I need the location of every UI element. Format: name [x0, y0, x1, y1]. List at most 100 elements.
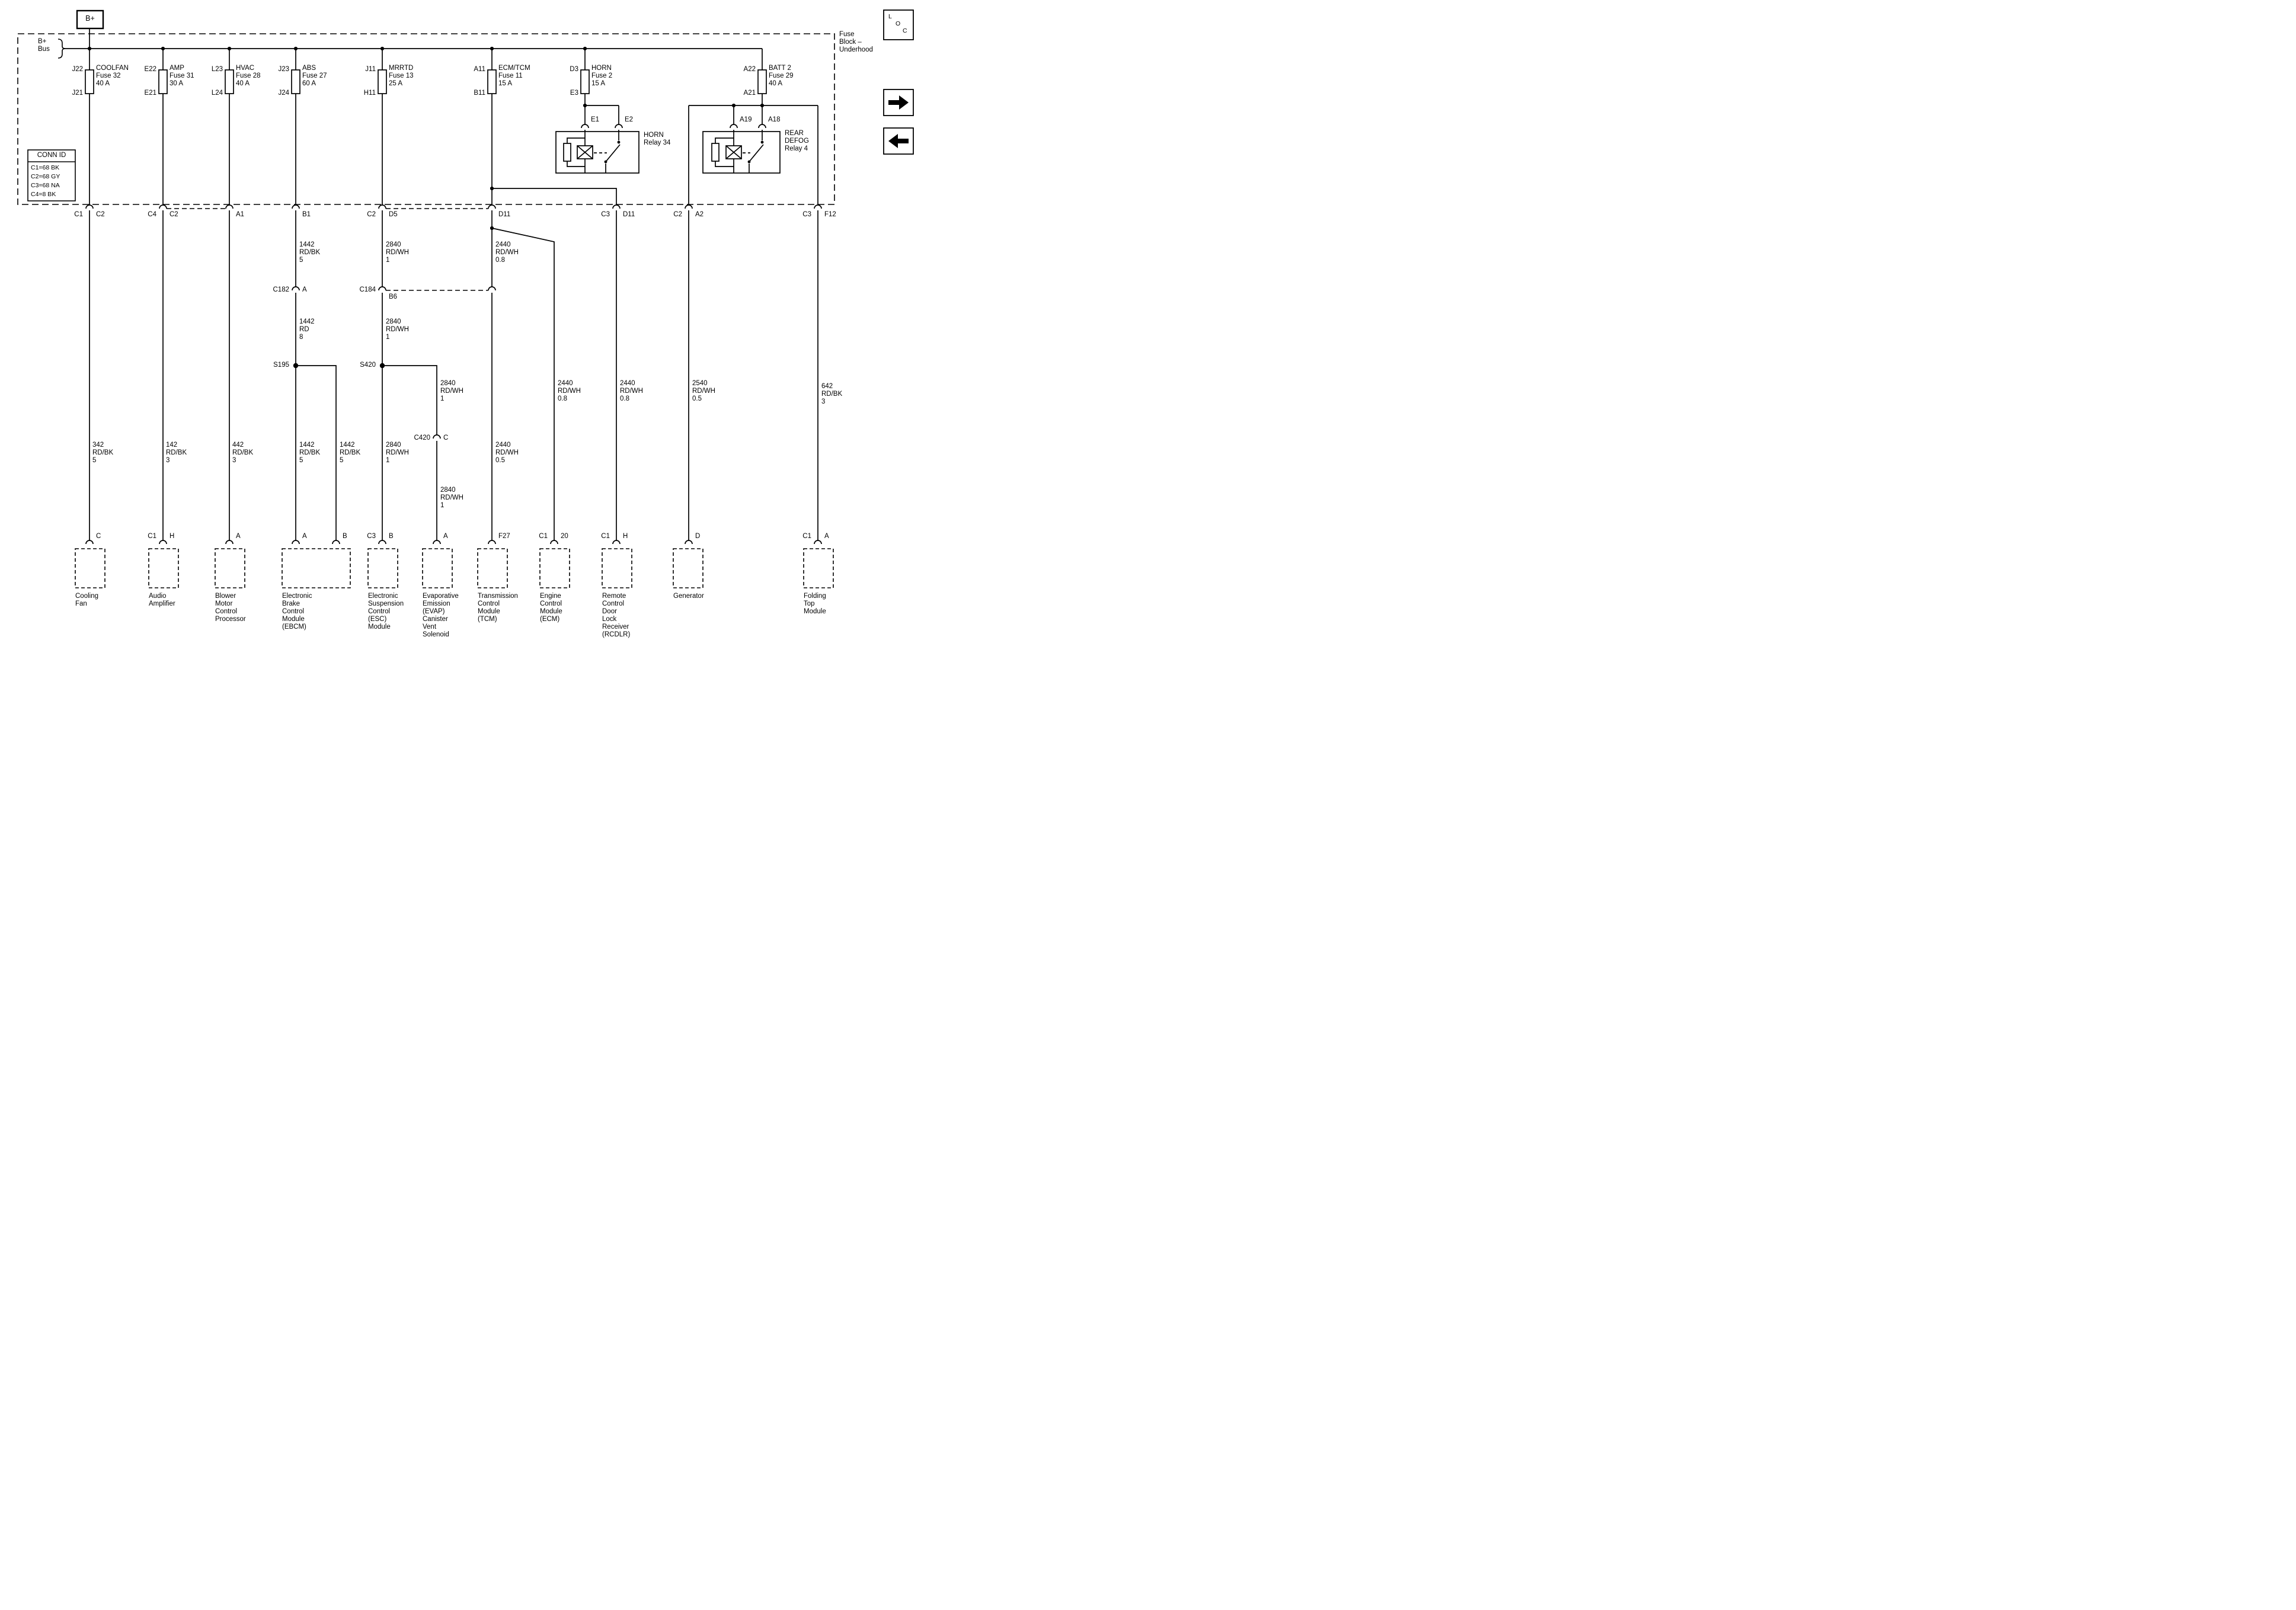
back-arrow-icon[interactable]	[883, 127, 914, 155]
fuses-7-rating: 40 A	[769, 80, 783, 87]
fuses-7-pin_bottom: A21	[743, 89, 756, 97]
modules-6-name-1: Control	[478, 600, 500, 607]
fuses-7-fuse_no: Fuse 29	[769, 72, 794, 79]
fuses-6-name: HORN	[591, 65, 612, 72]
b-plus-source-box	[76, 9, 104, 30]
fuse-drop-wires	[89, 49, 763, 70]
fuse-batt2	[757, 69, 767, 94]
fuses-5-name: ECM/TCM	[498, 65, 530, 72]
fuse-amp	[158, 69, 168, 94]
inline-connectors	[292, 286, 496, 439]
modules-10-name-2: Module	[804, 608, 826, 615]
fuses-5-rating: 15 A	[498, 80, 513, 87]
wire_labels-3-0: 1442	[299, 241, 315, 248]
modules-3-name-2: Control	[282, 608, 305, 615]
fuses-4-pin_top: J11	[365, 66, 376, 73]
module-box-evap	[422, 548, 453, 588]
wire_labels-2-0: 442	[232, 441, 244, 449]
fuses-1-name: AMP	[170, 65, 184, 72]
modules-10-name-1: Top	[804, 600, 815, 607]
wire_labels-9-2: 1	[386, 457, 390, 464]
module-boxes	[75, 548, 834, 588]
wire_labels-4-0: 1442	[299, 318, 315, 325]
modules-4-name-0: Electronic	[368, 593, 398, 600]
relay-pin-connectors	[581, 124, 766, 129]
fuses-2-pin_bottom: L24	[211, 89, 223, 97]
modules-5-name-3: Canister	[423, 616, 448, 623]
loc-icon[interactable]	[883, 9, 914, 40]
module-box-folding-top	[803, 548, 834, 588]
loc-letter-l: L	[888, 13, 892, 20]
modules-4-pins-0-right: B	[389, 533, 394, 540]
fuse-block-exit-connectors	[85, 204, 822, 209]
modules-1-name-1: Amplifier	[149, 600, 175, 607]
wire_labels-10-0: 2840	[440, 380, 456, 387]
fuses-6-pin_top: D3	[570, 66, 578, 73]
fuses-1-rating: 30 A	[170, 80, 184, 87]
wire_labels-6-0: 1442	[340, 441, 355, 449]
wire_labels-1-1: RD/BK	[166, 449, 187, 456]
relays-0-pin2: E2	[625, 116, 634, 123]
fuses-7-name: BATT 2	[769, 65, 791, 72]
exits-5-right: D11	[498, 211, 511, 218]
exits-2-right: A1	[236, 211, 245, 218]
conn-id-title: CONN ID	[37, 152, 66, 159]
wire_labels-14-2: 0.8	[558, 395, 567, 402]
wire_labels-1-0: 142	[166, 441, 178, 449]
modules-8-name-0: Remote	[602, 593, 626, 600]
fuses-0-fuse_no: Fuse 32	[96, 72, 121, 79]
bus-label-line2: Bus	[38, 46, 50, 53]
modules-7-pins-0-left: C1	[539, 533, 548, 540]
fuses-2-name: HVAC	[236, 65, 255, 72]
modules-5-name-0: Evaporative	[423, 593, 459, 600]
exits-6-left: C3	[601, 211, 610, 218]
wire_labels-5-2: 5	[299, 457, 303, 464]
module-box-blower-motor	[215, 548, 245, 588]
fuses-4-name: MRRTD	[389, 65, 414, 72]
fuses-0-pin_top: J22	[72, 66, 83, 73]
modules-1-pins-0-left: C1	[148, 533, 156, 540]
junction-dots	[87, 46, 765, 231]
fuse-output-wires	[89, 94, 493, 205]
wire_labels-10-1: RD/WH	[440, 388, 463, 395]
modules-3-name-0: Electronic	[282, 593, 312, 600]
relay-feed-wires	[584, 94, 818, 124]
exits-6-right: D11	[623, 211, 635, 218]
wire_labels-13-0: 2440	[495, 441, 511, 449]
modules-4-name-4: Module	[368, 623, 391, 630]
wire_labels-2-2: 3	[232, 457, 236, 464]
fuse-block-label-line1: Fuse	[839, 31, 855, 38]
fuses-4-fuse_no: Fuse 13	[389, 72, 414, 79]
wire_labels-15-0: 2440	[620, 380, 635, 387]
modules-9-pins-0-right: D	[695, 533, 701, 540]
modules-7-name-3: (ECM)	[540, 616, 560, 623]
wire_labels-16-0: 2540	[692, 380, 708, 387]
inline_connectors-0-name: C182	[273, 286, 290, 293]
fuse-block-label-line3: Underhood	[839, 46, 873, 53]
module-pin-connectors	[85, 540, 822, 545]
relays-0-name-0: HORN	[644, 132, 664, 139]
wire_labels-7-2: 1	[386, 257, 390, 264]
fuses-5-pin_top: A11	[474, 66, 485, 73]
forward-arrow-icon[interactable]	[883, 89, 914, 116]
modules-6-pins-0-right: F27	[498, 533, 510, 540]
modules-2-name-2: Control	[215, 608, 238, 615]
fuse-block-outline	[17, 33, 835, 205]
exits-7-left: C2	[673, 211, 682, 218]
splice-s195	[293, 363, 299, 369]
modules-2-pins-0-right: A	[236, 533, 241, 540]
relays-1-pin1: A19	[740, 116, 752, 123]
modules-1-pins-0-right: H	[170, 533, 175, 540]
b-plus-feed-and-bus	[64, 28, 762, 49]
splices-1: S420	[360, 361, 376, 369]
modules-5-name-4: Vent	[423, 623, 437, 630]
inline_connectors-0-cavity: A	[302, 286, 307, 293]
fuses-0-pin_bottom: J21	[72, 89, 83, 97]
wire_labels-0-1: RD/BK	[92, 449, 114, 456]
fuses-0-rating: 40 A	[96, 80, 110, 87]
wire_labels-15-2: 0.8	[620, 395, 629, 402]
fuses-3-pin_top: J23	[278, 66, 289, 73]
exits-1-left: C4	[148, 211, 156, 218]
modules-6-name-0: Transmission	[478, 593, 518, 600]
fuses-6-fuse_no: Fuse 2	[591, 72, 613, 79]
